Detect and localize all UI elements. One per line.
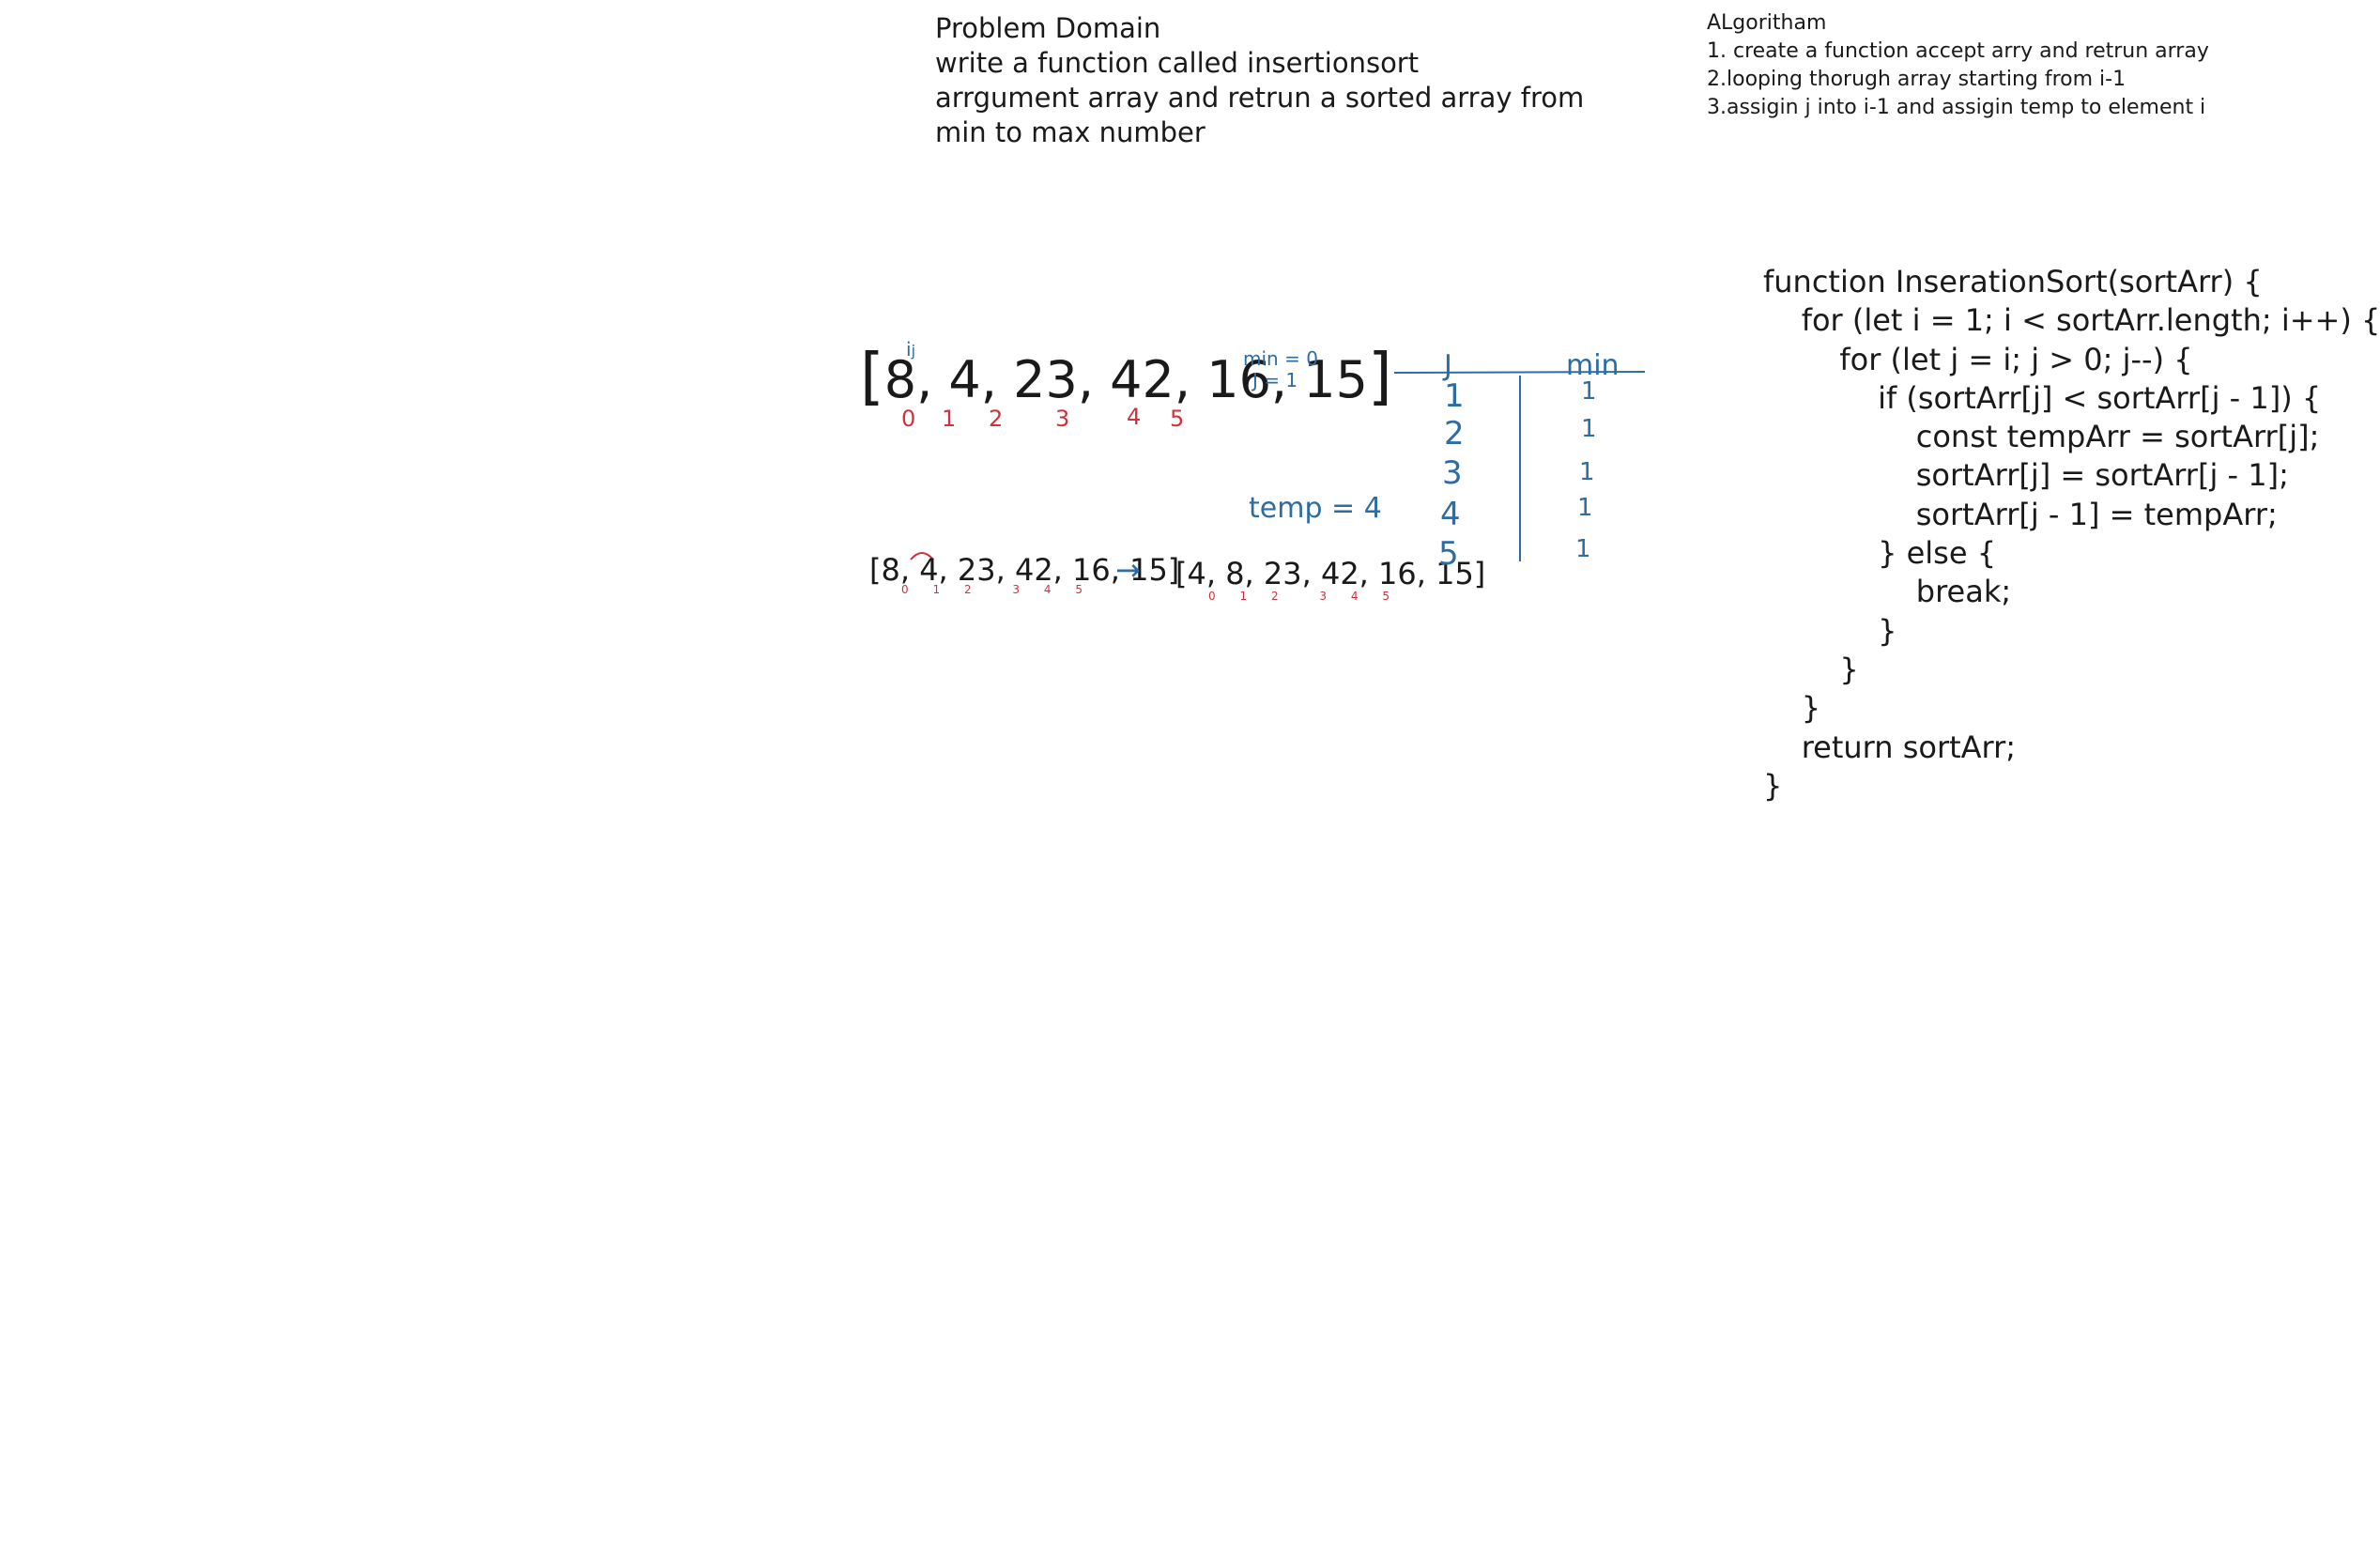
code-line: return sortArr;: [1763, 729, 2017, 765]
array-after: [4, 8, 23, 42, 16, 15]: [1175, 556, 1486, 591]
table-cell-j: 3: [1442, 454, 1463, 492]
problem-domain: Problem Domain write a function called i…: [935, 11, 1584, 150]
array-index: 5: [1170, 406, 1185, 432]
table-cell-min: 1: [1581, 415, 1597, 443]
table-cell-j: 5: [1438, 535, 1459, 573]
problem-domain-title: Problem Domain: [935, 12, 1161, 44]
array-index: 1: [942, 406, 957, 432]
swap-arc-icon: [908, 546, 936, 565]
array-pointer-i: ij: [906, 338, 915, 361]
array-open-bracket: [: [860, 340, 884, 412]
code-line: sortArr[j] = sortArr[j - 1];: [1763, 457, 2289, 494]
arrow-icon: →: [1115, 552, 1141, 588]
array-before-indices: 0 1 2 3 4 5: [901, 583, 1083, 596]
table-header-j: J: [1444, 349, 1452, 382]
note-min: min = 0: [1243, 347, 1318, 370]
table-cell-min: 1: [1575, 535, 1591, 563]
array-close-bracket: ]: [1367, 340, 1392, 412]
code-line: const tempArr = sortArr[j];: [1763, 419, 2320, 455]
code-line: for (let i = 1; i < sortArr.length; i++)…: [1763, 302, 2380, 339]
code-line: function InserationSort(sortArr) {: [1763, 264, 2263, 299]
algorithm-step: 2.looping thorugh array starting from i-…: [1707, 68, 2127, 91]
table-header-min: min: [1566, 349, 1620, 382]
note-j: J = 1: [1252, 369, 1298, 391]
table-cell-j: 2: [1444, 415, 1465, 453]
algorithm-step: 3.assigin j into i-1 and assigin temp to…: [1707, 96, 2206, 119]
problem-domain-line: min to max number: [935, 116, 1205, 148]
note-temp: temp = 4: [1249, 492, 1382, 525]
array-index: 3: [1055, 406, 1070, 432]
code-line: }: [1763, 612, 1897, 649]
table-cell-min: 1: [1579, 458, 1595, 486]
array-main: [8, 4, 23, 42, 16, 15]: [860, 340, 1392, 412]
table-cell-j: 1: [1444, 377, 1465, 415]
algorithm: ALgoritham 1. create a function accept a…: [1707, 9, 2209, 122]
problem-domain-line: arrgument array and retrun a sorted arra…: [935, 82, 1585, 114]
table-cell-j: 4: [1440, 496, 1461, 533]
code-line: for (let j = i; j > 0; j--) {: [1763, 341, 2193, 377]
pointer-i-label: i: [906, 338, 912, 361]
problem-domain-line: write a function called insertionsort: [935, 47, 1420, 79]
array-index: 0: [901, 406, 916, 432]
code-line: sortArr[j - 1] = tempArr;: [1763, 496, 2278, 532]
code-line: }: [1763, 767, 1783, 804]
table-cell-min: 1: [1581, 377, 1597, 406]
array-index: 4: [1127, 404, 1142, 430]
pointer-j-label: j: [911, 342, 916, 360]
code-line: break;: [1763, 574, 2012, 610]
code-line: if (sortArr[j] < sortArr[j - 1]) {: [1763, 379, 2322, 416]
trace-table-lines: [1393, 371, 1646, 561]
array-before: [8, 4, 23, 42, 16, 15]: [869, 552, 1180, 588]
array-index: 2: [989, 406, 1004, 432]
code-line: }: [1763, 651, 1859, 687]
array-after-indices: 0 1 2 3 4 5: [1208, 590, 1390, 603]
code-line: } else {: [1763, 535, 1997, 572]
code-block: function InserationSort(sortArr) { for (…: [1763, 263, 2380, 806]
algorithm-step: 1. create a function accept arry and ret…: [1707, 39, 2209, 63]
algorithm-title: ALgoritham: [1707, 11, 1827, 35]
array-values: 8, 4, 23, 42, 16, 15: [883, 350, 1368, 409]
code-line: }: [1763, 690, 1821, 727]
table-cell-min: 1: [1577, 494, 1593, 522]
